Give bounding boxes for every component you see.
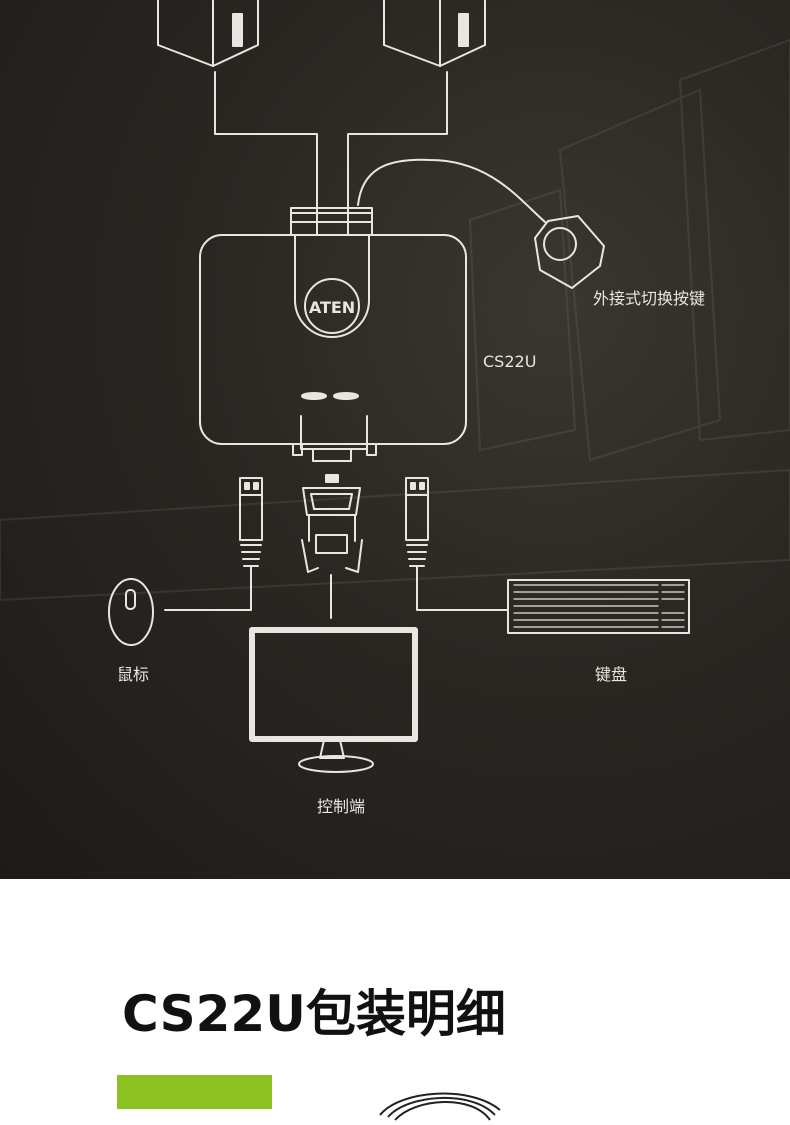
connection-diagram-section: ATEN 外接式切换按键 CS22U 鼠标 键盘 控制端 [0,0,790,879]
cable-computer-2 [347,71,448,211]
mouse-icon [108,578,154,646]
usb-plug-keyboard-icon [405,477,508,611]
background-scenery [0,38,790,602]
vga-connector-icon [301,448,363,573]
computer-2-icon [383,0,486,67]
label-mouse: 鼠标 [117,665,150,684]
cable-computer-1 [214,71,318,211]
usb-plug-mouse-icon [164,477,263,611]
switch-top-connector [290,207,373,236]
switch-led-2 [333,392,359,400]
remote-switch-cable [357,158,546,223]
computer-1-icon [157,0,259,67]
aten-logo: ATEN [309,298,355,317]
remote-switch-icon [534,215,605,289]
packing-list-title: CS22U包装明细 [122,985,506,1043]
packing-tab-highlight [117,1075,272,1109]
label-remote-switch: 外接式切换按键 [593,289,706,308]
kvm-switch-icon [199,234,467,456]
monitor-icon [249,627,418,773]
keyboard-icon [507,579,690,634]
switch-led-1 [301,392,327,400]
label-device-model: CS22U [483,352,537,371]
label-keyboard: 键盘 [595,665,628,684]
cable-product-preview [379,1092,501,1121]
connection-diagram: ATEN [0,0,790,773]
label-console: 控制端 [317,797,366,816]
